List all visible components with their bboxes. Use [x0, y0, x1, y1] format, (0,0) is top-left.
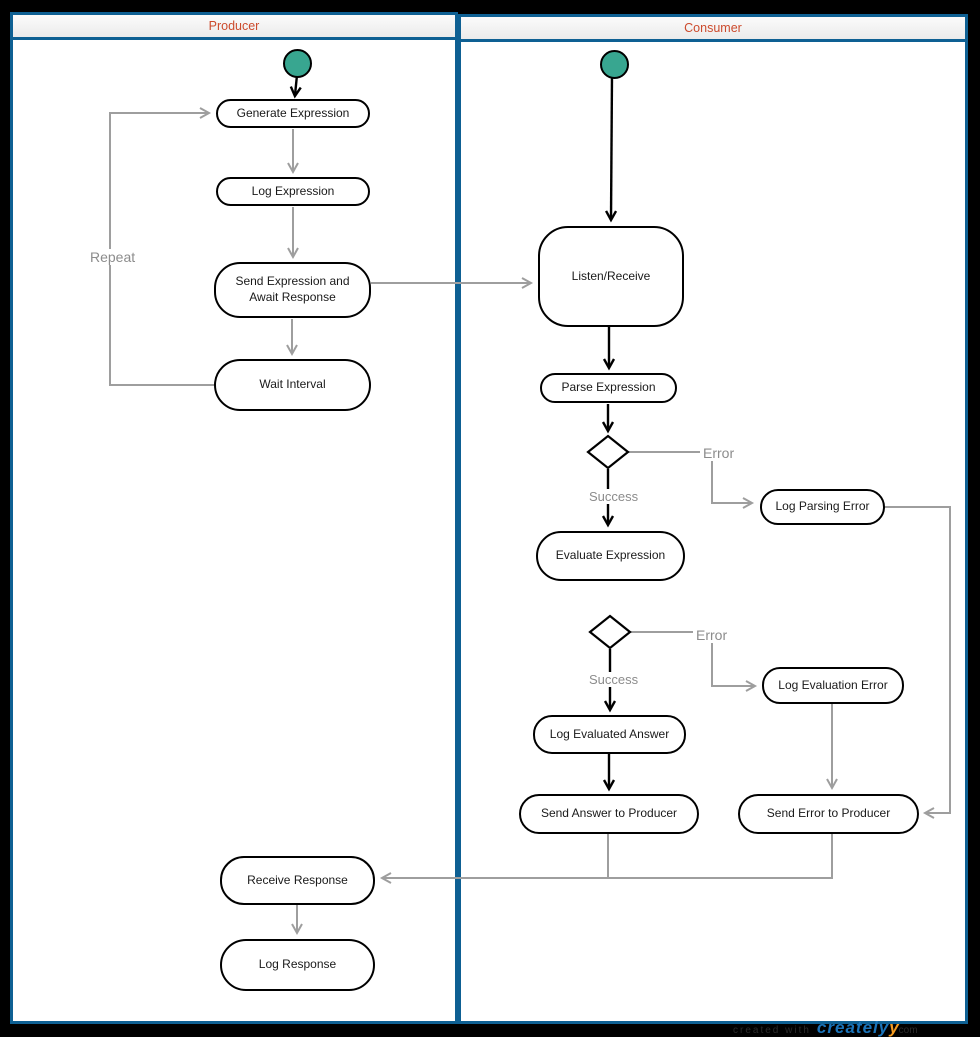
node-label: Log Evaluation Error	[778, 677, 888, 692]
start-node-producer	[283, 49, 312, 78]
edge-label-eval-error: Error	[693, 627, 731, 643]
node-listen-receive: Listen/Receive	[538, 226, 684, 327]
node-label: Send Answer to Producer	[540, 806, 678, 821]
node-label: Evaluate Expression	[555, 548, 666, 563]
node-log-evaluation-error: Log Evaluation Error	[762, 667, 904, 704]
node-log-response: Log Response	[220, 939, 375, 991]
node-label: Log Expression	[251, 183, 335, 198]
node-log-parsing-error: Log Parsing Error	[760, 489, 885, 525]
node-evaluate-expression: Evaluate Expression	[536, 531, 685, 581]
node-parse-expression: Parse Expression	[540, 373, 677, 403]
node-wait-interval: Wait Interval	[214, 359, 371, 411]
edge-label-eval-success: Success	[586, 672, 642, 687]
start-node-consumer	[600, 50, 629, 79]
watermark-prefix: created with	[733, 1025, 811, 1036]
lane-producer-title: Producer	[208, 19, 260, 33]
node-send-error-to-producer: Send Error to Producer	[738, 794, 919, 834]
node-label: Send Expression and Await Response	[235, 274, 350, 304]
node-label: Receive Response	[247, 872, 348, 887]
lane-producer-header: Producer	[13, 15, 455, 40]
node-send-expression: Send Expression and Await Response	[214, 262, 371, 318]
node-label: Parse Expression	[561, 380, 656, 395]
edge-label-parse-success: Success	[586, 489, 642, 504]
node-label: Listen/Receive	[571, 268, 651, 283]
lane-consumer: Consumer	[458, 14, 968, 1024]
node-label: Send Error to Producer	[766, 806, 891, 821]
watermark-brand: creately	[816, 1018, 890, 1037]
node-label: Log Response	[258, 957, 337, 972]
edge-label-parse-error: Error	[700, 445, 738, 461]
node-label: Log Evaluated Answer	[549, 726, 670, 741]
lane-consumer-title: Consumer	[684, 21, 742, 35]
node-log-evaluated-answer: Log Evaluated Answer	[533, 715, 686, 754]
node-receive-response: Receive Response	[220, 856, 375, 905]
node-send-answer-to-producer: Send Answer to Producer	[519, 794, 699, 834]
watermark: created with createlyycom	[733, 1018, 918, 1037]
watermark-accent: y	[889, 1018, 899, 1037]
node-generate-expression: Generate Expression	[216, 99, 370, 128]
watermark-suffix: com	[898, 1025, 918, 1036]
node-log-expression: Log Expression	[216, 177, 370, 206]
node-label: Wait Interval	[259, 377, 326, 392]
edge-label-repeat: Repeat	[87, 249, 139, 265]
lane-consumer-header: Consumer	[461, 17, 965, 42]
node-label: Generate Expression	[236, 105, 350, 120]
node-label: Log Parsing Error	[775, 499, 870, 514]
